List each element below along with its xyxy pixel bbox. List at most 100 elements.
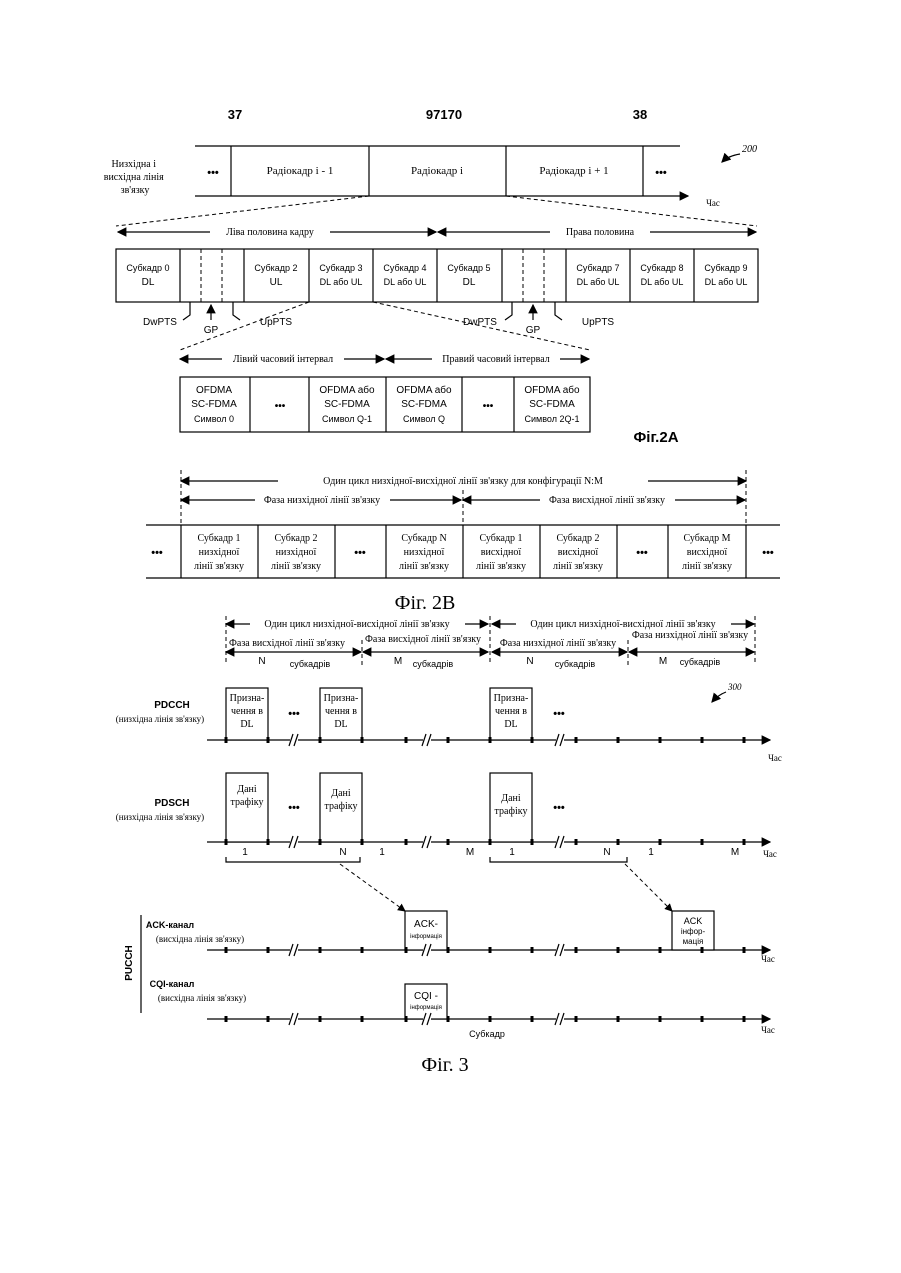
tick-1: 1 — [648, 847, 654, 858]
tick-m: M — [731, 847, 739, 858]
n-label: N — [526, 656, 533, 667]
page-number-left: 37 — [228, 107, 242, 122]
subframe-4-type: DL або UL — [384, 277, 427, 287]
subframe-3: Субкадр 3 — [319, 263, 362, 273]
assign-l2: чення в — [231, 706, 263, 717]
assign-l3: DL — [504, 719, 517, 730]
ul-phase-label: Фаза висхідної лінії зв'язку — [229, 638, 345, 649]
data-l1: Дані — [501, 793, 521, 804]
dl-subframe-n: Субкадр N — [401, 533, 446, 544]
ul-phase-label: Фаза висхідної лінії зв'язку — [365, 634, 481, 645]
ack-info-l2: інформація — [410, 934, 442, 940]
axis-ticks — [226, 734, 744, 1025]
ellipsis: ••• — [151, 547, 163, 559]
tick-m: M — [466, 847, 474, 858]
expand-line — [116, 196, 369, 226]
ul-subframe-m: Субкадр M — [683, 533, 730, 544]
data-l1: Дані — [331, 788, 351, 799]
assign-l3: DL — [334, 719, 347, 730]
symbol-q-l3: Символ Q — [403, 414, 445, 424]
ellipsis: ••• — [288, 708, 300, 720]
tick-n: N — [339, 847, 346, 858]
subframes-label: субкадрів — [413, 659, 454, 669]
subframes-label: субкадрів — [680, 657, 721, 667]
m-label: M — [659, 656, 667, 667]
data-l1: Дані — [237, 784, 257, 795]
tick-1: 1 — [509, 847, 515, 858]
symbol-0-l1: OFDMA — [196, 385, 232, 396]
subframe-2: Субкадр 2 — [254, 263, 297, 273]
uppts-pointer — [233, 302, 240, 320]
assign-l3: DL — [240, 719, 253, 730]
ellipsis: ••• — [762, 547, 774, 559]
cqi-info-l1: CQI - — [414, 991, 438, 1002]
dwpts-pointer — [183, 302, 190, 320]
ack-mapping-arrow — [625, 864, 672, 911]
tick-1: 1 — [379, 847, 385, 858]
figure-2b-caption: Фіг. 2В — [395, 592, 456, 614]
assign-l2: чення в — [495, 706, 527, 717]
subframe-label: Субкадр — [469, 1029, 505, 1039]
cycle-label: Один цикл низхідної-висхідної лінії зв'я… — [264, 619, 449, 630]
left-half-label: Ліва половина кадру — [226, 227, 314, 238]
symbol-q1-l2: SC-FDMA — [324, 399, 370, 410]
subframe-4: Субкадр 4 — [383, 263, 426, 273]
radio-frame-current: Радіокадр i — [411, 165, 463, 177]
ellipsis: ••• — [288, 802, 300, 814]
dl-subframe-2-l3: лінії зв'язку — [271, 561, 321, 572]
subframe-2-type: UL — [270, 277, 283, 288]
reference-arrow — [722, 154, 740, 162]
figure-2b: Один цикл низхідної-висхідної лінії зв'я… — [146, 470, 780, 614]
ellipsis: ••• — [553, 708, 565, 720]
pdsch-sublabel: (низхідна лінія зв'язку) — [116, 812, 204, 822]
assign-l2: чення в — [325, 706, 357, 717]
subframe-5-type: DL — [463, 277, 476, 288]
time-label: Час — [768, 753, 782, 763]
figure-2a: 200 Низхідна і висхідна лінія зв'язку ••… — [104, 144, 758, 446]
figure-3: Один цикл низхідної-висхідної лінії зв'я… — [116, 616, 782, 1076]
page-number-right: 38 — [633, 107, 647, 122]
left-interval-label: Лівий часовий інтервал — [233, 354, 333, 365]
ellipsis: ••• — [636, 547, 648, 559]
dl-subframe-2: Субкадр 2 — [274, 533, 317, 544]
gp-label: GP — [526, 325, 541, 336]
ack-info-l2: інфор- — [681, 927, 706, 936]
radio-frame-next: Радіокадр i + 1 — [539, 165, 608, 177]
subframe-index-labels: 1 N 1 M 1 N 1 M — [242, 847, 739, 858]
ack-mapping-arrow — [340, 864, 405, 911]
tick-1: 1 — [242, 847, 248, 858]
uppts-label: UpPTS — [582, 317, 615, 328]
symbol-q1-l1: OFDMA або — [319, 384, 375, 396]
pdcch-assignments: Призна- чення в DL Призна- чення в DL Пр… — [226, 688, 565, 740]
ack-channel-label: ACK-канал — [146, 920, 194, 930]
symbol-2q1-l2: SC-FDMA — [529, 399, 575, 410]
uppts-pointer — [555, 302, 562, 320]
subframe-9-type: DL або UL — [705, 277, 748, 287]
gp-label: GP — [204, 325, 219, 336]
dl-subframe-n-l3: лінії зв'язку — [399, 561, 449, 572]
subframe-0-type: DL — [142, 277, 155, 288]
reference-200: 200 — [742, 144, 757, 155]
document-number: 97170 — [426, 107, 462, 122]
dl-subframe-1-l2: низхідної — [199, 547, 240, 558]
ack-info-l1: ACK — [684, 916, 703, 926]
tick-n: N — [603, 847, 610, 858]
ul-subframe-m-l3: лінії зв'язку — [682, 561, 732, 572]
subframes-label: субкадрів — [555, 659, 596, 669]
m-label: M — [394, 656, 402, 667]
ul-subframe-2-l3: лінії зв'язку — [553, 561, 603, 572]
ellipsis: ••• — [553, 802, 565, 814]
cqi-channel-label: CQI-канал — [150, 979, 195, 989]
ellipsis: ••• — [275, 401, 286, 412]
pdsch-data: Дані трафіку Дані трафіку Дані трафіку •… — [226, 773, 565, 842]
right-half-label: Права половина — [566, 227, 635, 238]
dl-subframe-1-l3: лінії зв'язку — [194, 561, 244, 572]
subframe-7: Субкадр 7 — [576, 263, 619, 273]
symbol-0-l2: SC-FDMA — [191, 399, 237, 410]
ul-subframe-2: Субкадр 2 — [556, 533, 599, 544]
dl-subframe-n-l2: низхідної — [404, 547, 445, 558]
ul-subframe-m-l2: висхідної — [687, 547, 728, 558]
ul-phase-label: Фаза висхідної лінії зв'язку — [549, 495, 665, 506]
symbol-q1-l3: Символ Q-1 — [322, 414, 372, 424]
ellipsis: ••• — [354, 547, 366, 559]
